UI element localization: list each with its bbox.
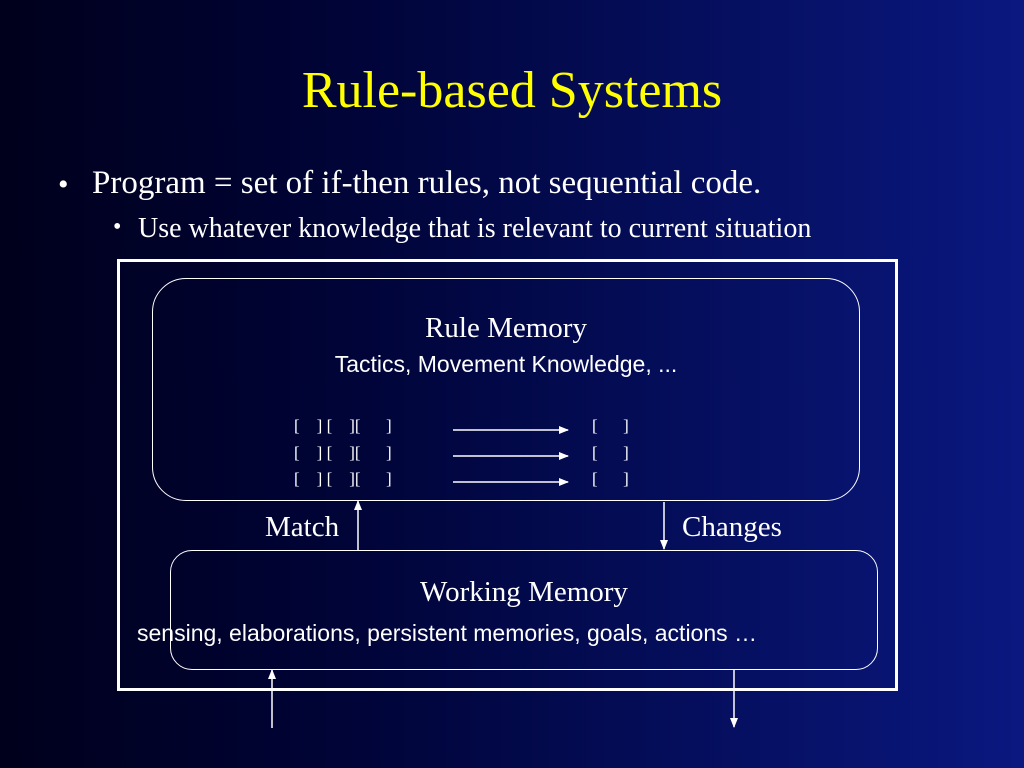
system-frame [117, 259, 898, 691]
sub-bullet-text: Use whatever knowledge that is relevant … [138, 213, 812, 244]
bullet-marker: • [58, 168, 69, 201]
working-memory-title: Working Memory [420, 576, 628, 608]
changes-label: Changes [682, 511, 782, 543]
rule-actions: [ ] [592, 416, 629, 435]
rule-conditions: [ ] [ ][ ] [294, 443, 392, 462]
working-memory-box [170, 550, 878, 670]
rule-memory-subtitle: Tactics, Movement Knowledge, ... [334, 351, 678, 377]
sub-bullet-marker: • [113, 214, 122, 240]
rule-actions: [ ] [592, 469, 629, 488]
match-label: Match [265, 511, 340, 543]
bullet-text: Program = set of if-then rules, not sequ… [92, 165, 762, 201]
rule-conditions: [ ] [ ][ ] [294, 416, 392, 435]
working-memory-subtitle: sensing, elaborations, persistent memori… [137, 620, 758, 646]
rule-conditions: [ ] [ ][ ] [294, 469, 392, 488]
rule-memory-box [152, 278, 860, 501]
rule-actions: [ ] [592, 443, 629, 462]
rule-memory-title: Rule Memory [425, 312, 587, 344]
slide-title: Rule-based Systems [301, 62, 723, 119]
